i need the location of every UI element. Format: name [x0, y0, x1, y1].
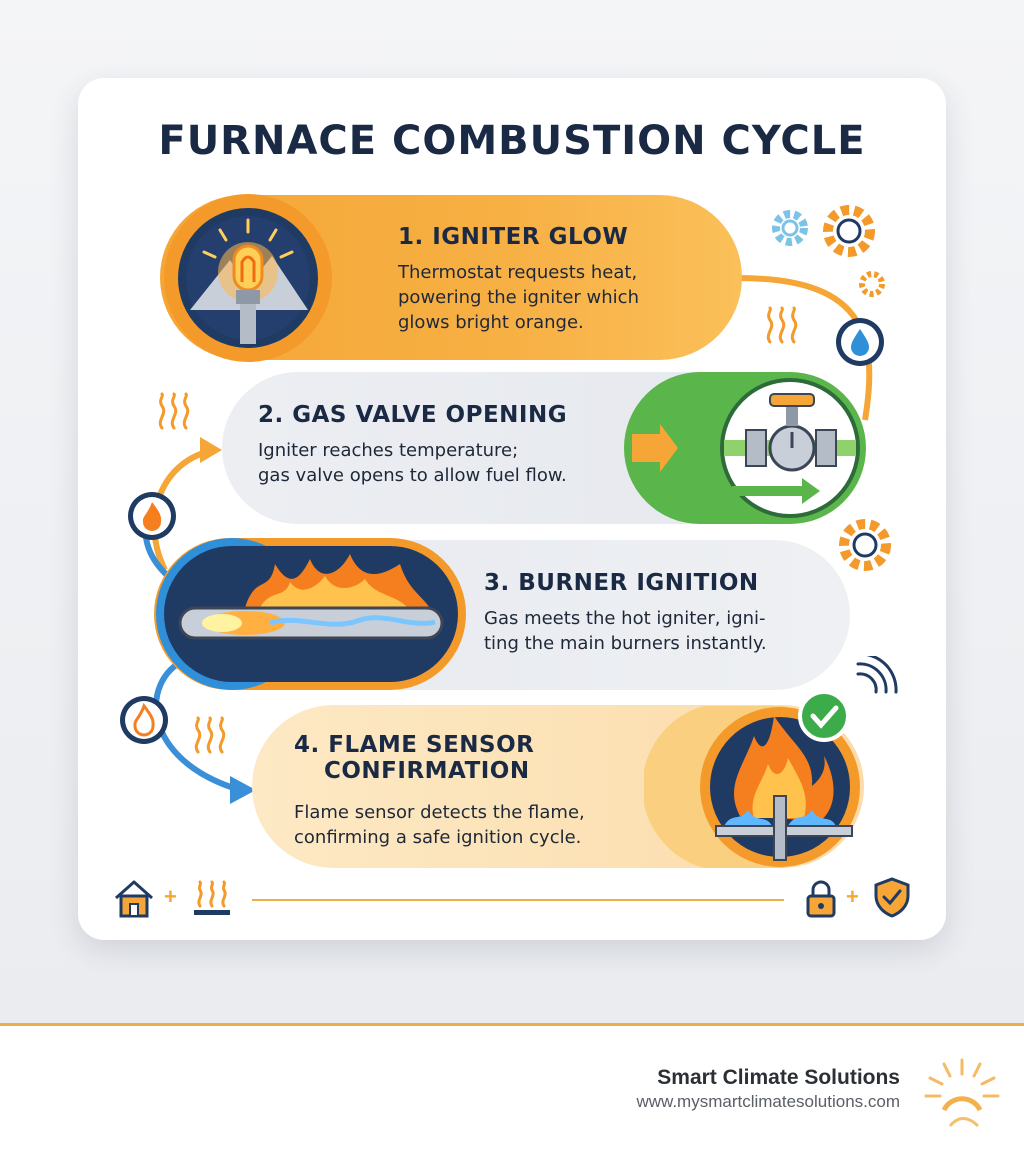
heater-icon: [194, 880, 230, 915]
igniter-bulb-icon: [164, 194, 332, 362]
step-4-title: 4. FLAME SENSOR CONFIRMATION: [294, 732, 534, 784]
step-3-title: 3. BURNER IGNITION: [484, 570, 759, 596]
burner-flame-icon: [154, 538, 466, 690]
plus-sign-right: +: [846, 884, 859, 909]
gear-icon: [772, 210, 808, 246]
step-4-title-line-1: 4. FLAME SENSOR: [294, 732, 535, 758]
arrow-into-step-2: [200, 437, 222, 463]
water-drop-icon: [836, 318, 884, 366]
step-1-description: Thermostat requests heat, powering the i…: [398, 260, 639, 335]
house-icon: [115, 880, 153, 918]
step-2-description: Igniter reaches temperature; gas valve o…: [258, 438, 567, 488]
page-title: FURNACE COMBUSTION CYCLE: [158, 118, 866, 164]
shield-check-icon: [874, 877, 910, 918]
flame-badge-icon: [128, 492, 176, 540]
step-3-line-1: Gas meets the hot igniter, igni-: [484, 608, 766, 629]
step-1-line-2: powering the igniter which: [398, 287, 639, 308]
plus-sign-left: +: [164, 884, 177, 909]
step-2-title: 2. GAS VALVE OPENING: [258, 402, 568, 428]
flame-sensor-icon: [644, 690, 860, 868]
lock-icon: [806, 880, 836, 918]
step-3-description: Gas meets the hot igniter, igni- ting th…: [484, 606, 767, 656]
gear-icon: [823, 205, 875, 257]
bottom-divider: [252, 899, 784, 901]
brand-url: www.mysmartclimatesolutions.com: [636, 1092, 900, 1111]
signal-waves-icon: [856, 656, 898, 694]
gear-icon: [859, 271, 885, 297]
footer-divider: [0, 1023, 1024, 1026]
gear-icon: [839, 519, 891, 571]
step-2-line-2: gas valve opens to allow fuel flow.: [258, 465, 567, 486]
heat-waves-icon: [194, 716, 226, 754]
step-2-line-1: Igniter reaches temperature;: [258, 440, 519, 461]
connector-1-2: [737, 275, 873, 421]
arrow-into-step-4: [230, 776, 256, 804]
step-4-line-1: Flame sensor detects the flame,: [294, 802, 585, 823]
heat-waves-icon: [158, 392, 190, 430]
step-1-title: 1. IGNITER GLOW: [398, 224, 629, 250]
step-3-line-2: ting the main burners instantly.: [484, 633, 767, 654]
step-1-line-1: Thermostat requests heat,: [398, 262, 638, 283]
flame-badge-icon: [120, 696, 168, 744]
step-4-title-line-2: CONFIRMATION: [324, 758, 530, 784]
sun-logo-icon: [924, 1058, 1000, 1128]
step-4-line-2: confirming a safe ignition cycle.: [294, 827, 582, 848]
brand-name: Smart Climate Solutions: [657, 1066, 900, 1089]
gas-valve-icon: [624, 372, 866, 524]
heat-waves-icon: [766, 306, 798, 344]
step-1-line-3: glows bright orange.: [398, 312, 584, 333]
step-4-description: Flame sensor detects the flame, confirmi…: [294, 800, 585, 850]
footer: [0, 1026, 1024, 1154]
